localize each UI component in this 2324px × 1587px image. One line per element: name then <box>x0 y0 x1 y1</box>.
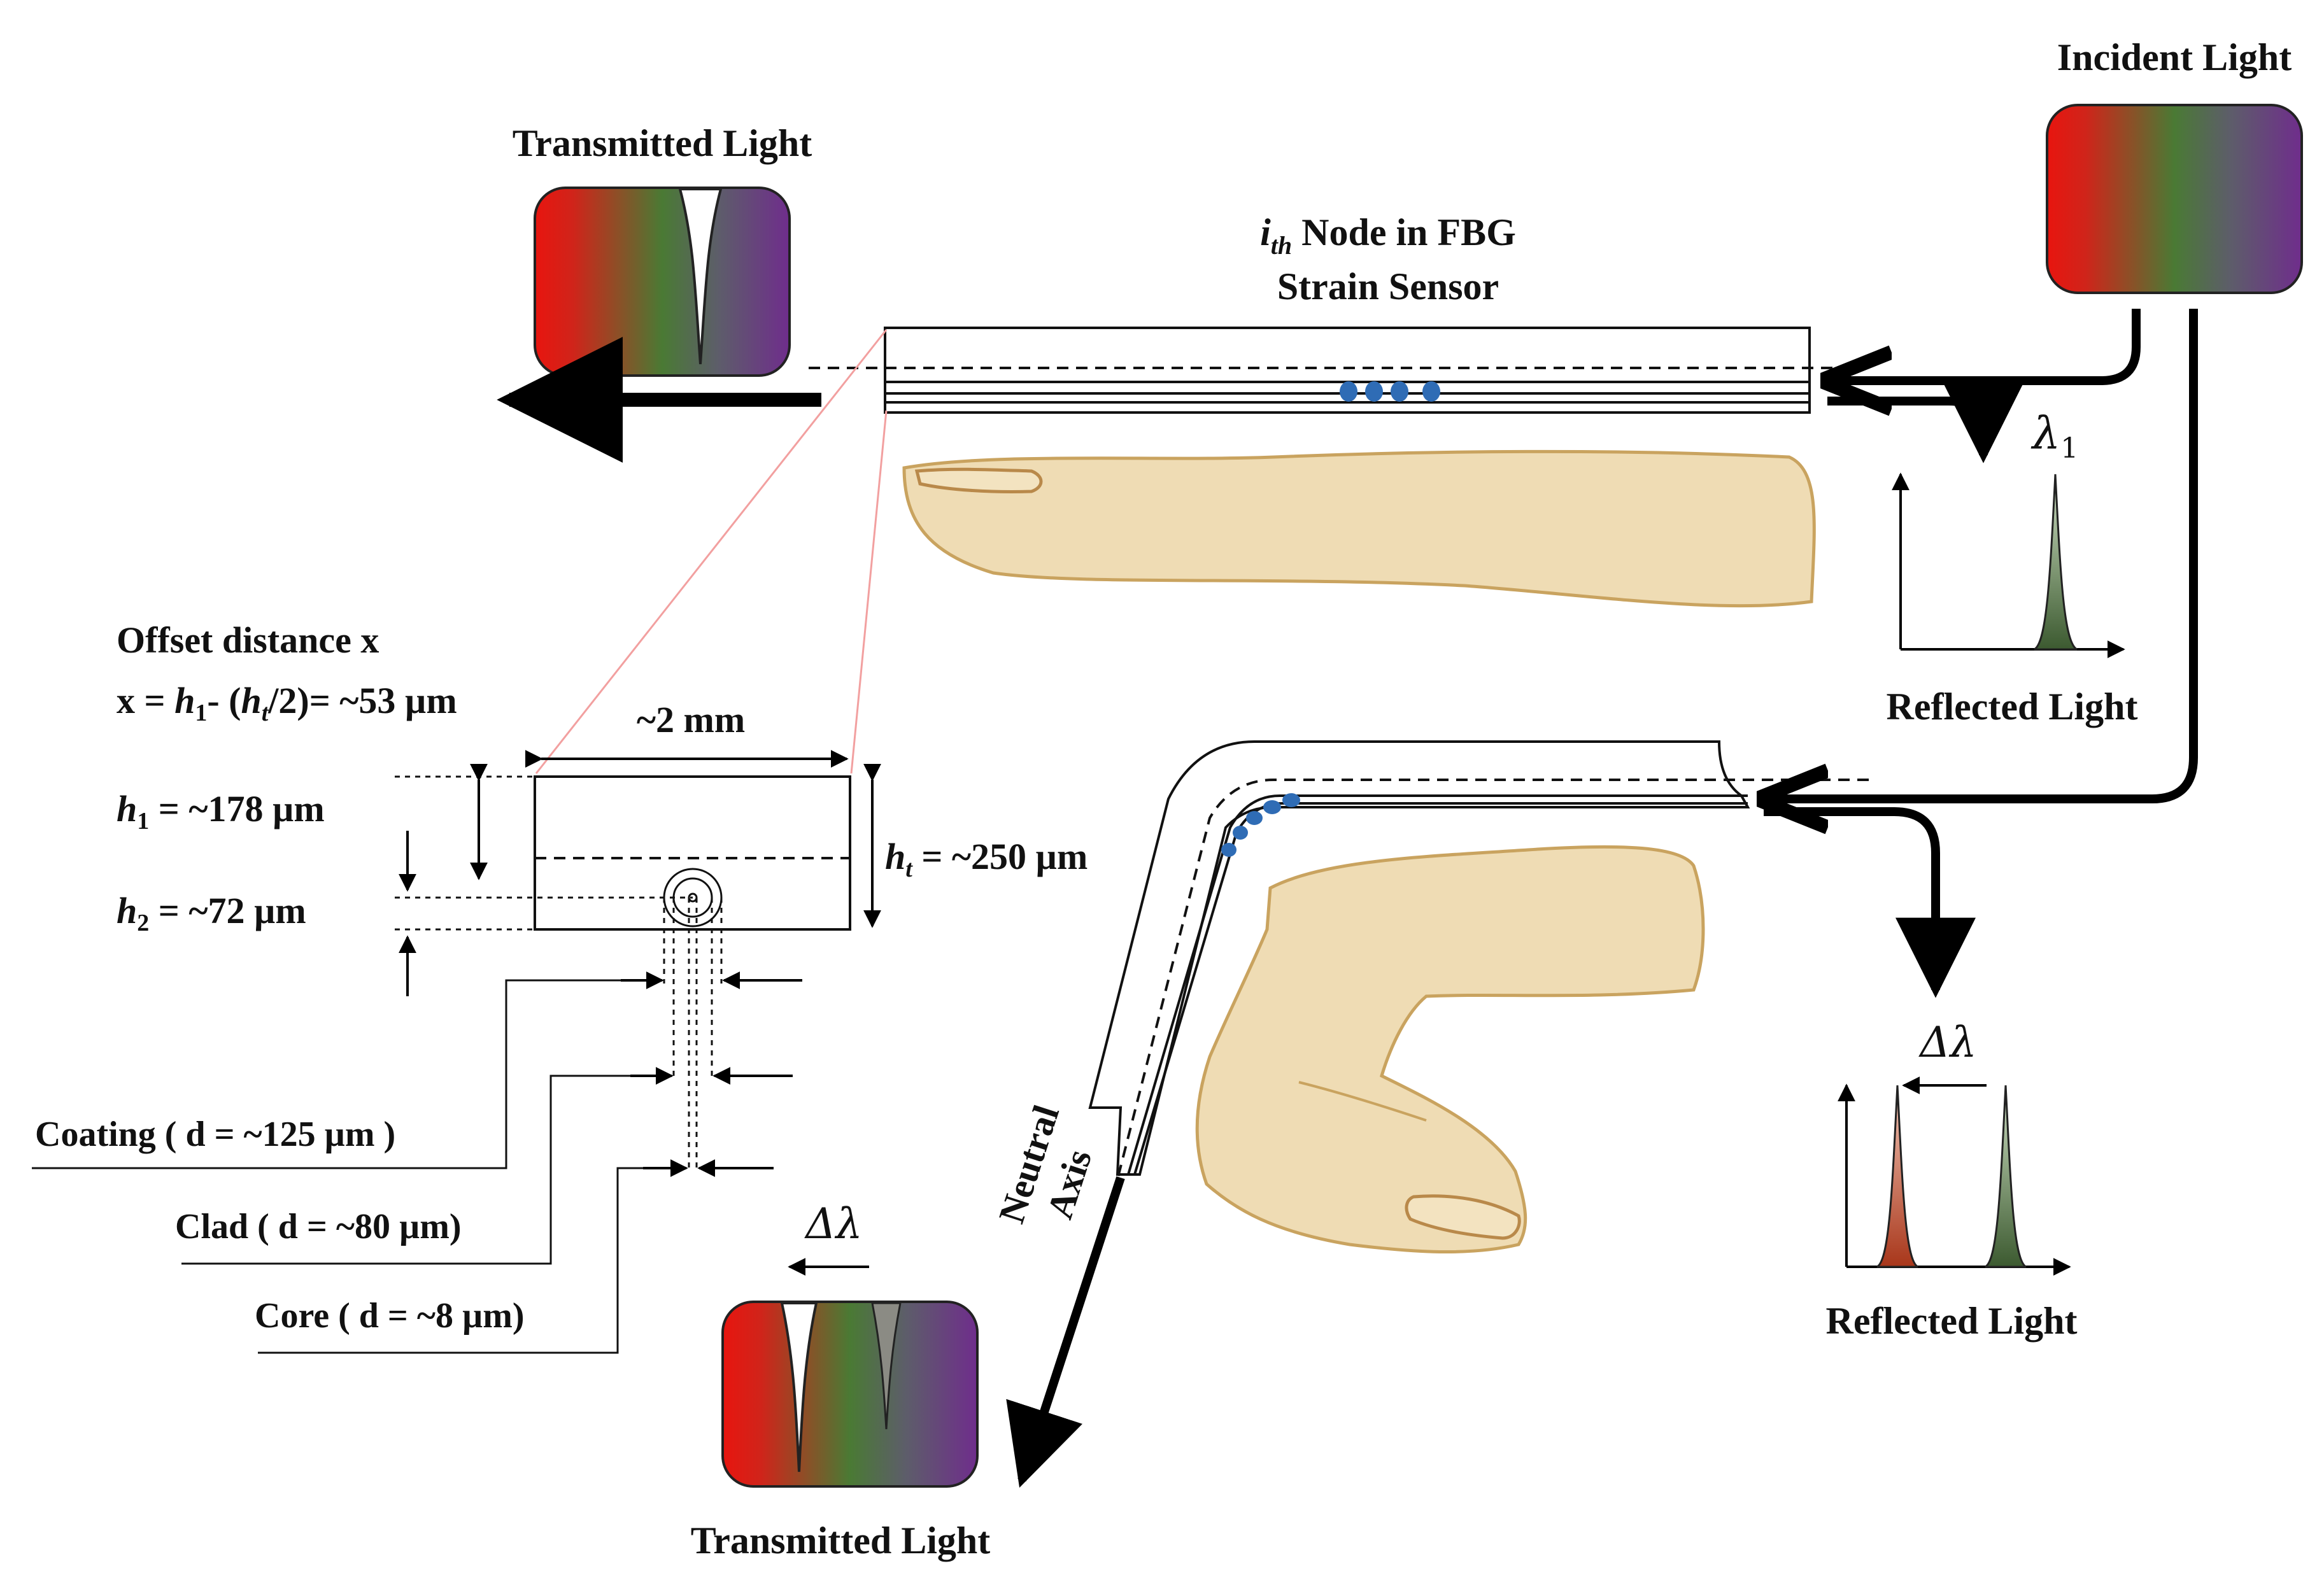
lambda1-label: λ1 <box>2030 407 2078 465</box>
straight-sensor <box>809 327 1840 414</box>
h1-label: h1 = ~178 µm <box>117 788 325 835</box>
bent-sensor <box>1088 740 1869 1197</box>
layer-leaders <box>32 979 643 1354</box>
reflected-path-top <box>1827 383 2023 463</box>
node-title: ith Node in FBG <box>1260 211 1516 260</box>
offset-title: Offset distance x <box>117 619 379 661</box>
reflected-spectrum-bottom <box>1838 1076 2071 1276</box>
finger-straight <box>902 449 1816 608</box>
delta-lambda-bottom: Δλ <box>804 1199 863 1248</box>
transmitted-spectrum-top <box>534 187 791 377</box>
fingernail-top <box>914 467 1043 493</box>
width-label: ~2 mm <box>637 699 745 740</box>
neutral-axis-label: Neutral Axis <box>991 1091 1113 1241</box>
transmitted-light-bottom-label: Transmitted Light <box>691 1520 991 1562</box>
finger-bent <box>1195 845 1705 1254</box>
incident-path-top <box>1827 309 2141 381</box>
transmitted-light-top-label: Transmitted Light <box>513 122 812 164</box>
dimension-guides <box>395 775 723 1168</box>
offset-equation: x = h1- (ht/2)= ~53 µm <box>117 680 457 726</box>
grating-nodes-top <box>1340 381 1440 402</box>
h2-label: h2 = ~72 µm <box>117 890 306 936</box>
coating-label: Coating ( d = ~125 µm ) <box>35 1115 395 1154</box>
incident-spectrum <box>2046 104 2303 294</box>
incident-light-label: Incident Light <box>2057 36 2292 78</box>
reflected-light-top-label: Reflected Light <box>1887 686 2138 728</box>
clad-label: Clad ( d = ~80 µm) <box>175 1207 462 1246</box>
zoom-line-right <box>850 410 888 774</box>
finger-crease <box>1298 1081 1427 1122</box>
core-label: Core ( d = ~8 µm) <box>255 1296 525 1336</box>
layer-arrows <box>621 971 802 1177</box>
transmitted-spectrum-bottom <box>721 1258 979 1488</box>
incident-path-bent <box>1764 309 2198 799</box>
reflected-spectrum-top <box>1892 472 2125 658</box>
node-title-line2: Strain Sensor <box>1277 265 1499 307</box>
fingernail-bent <box>1405 1194 1521 1240</box>
zoom-line-left <box>535 329 888 774</box>
transmitted-arrow-bottom <box>1006 1176 1125 1488</box>
reflected-light-bottom-label: Reflected Light <box>1826 1300 2078 1342</box>
cross-section <box>534 775 851 931</box>
reflected-path-bent <box>1764 807 1976 998</box>
ht-label: ht = ~250 µm <box>885 836 1088 882</box>
grating-nodes-bent <box>1221 793 1300 857</box>
delta-lambda-right: Δλ <box>1918 1018 1977 1067</box>
